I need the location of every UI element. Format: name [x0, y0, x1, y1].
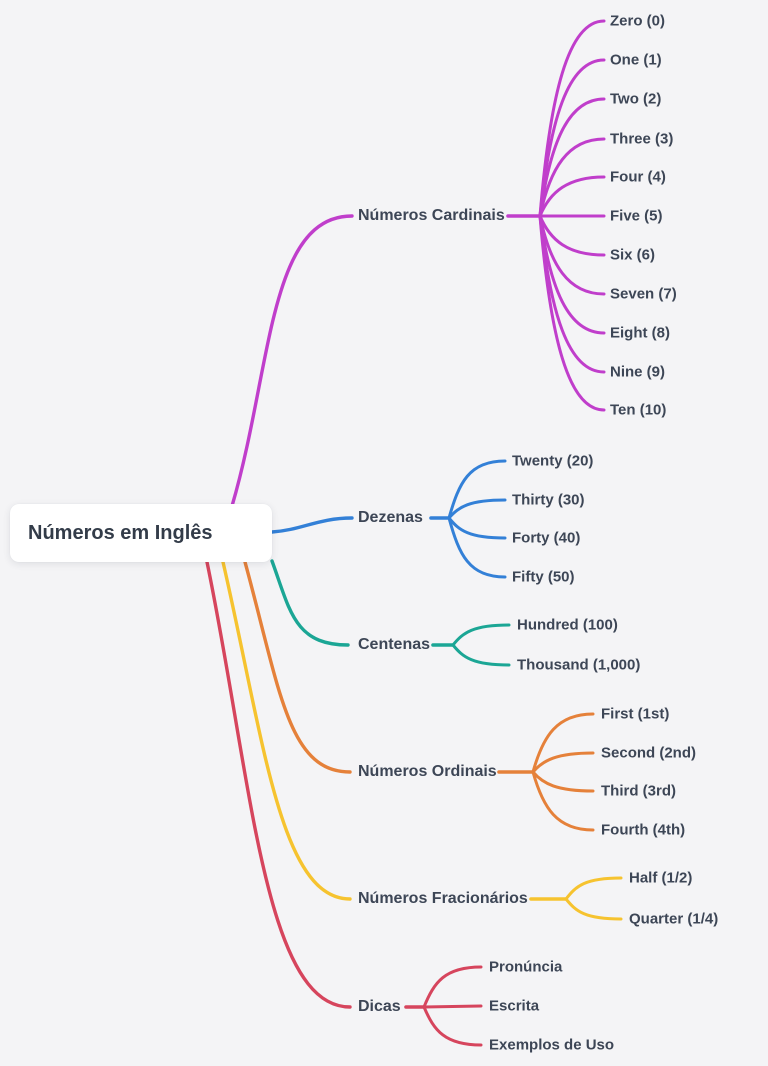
leaf-label-centenas-0[interactable]: Hundred (100) — [517, 616, 618, 634]
leaf-label-fracionarios-0[interactable]: Half (1/2) — [629, 869, 693, 887]
edge-dezenas-to-leaf-3 — [447, 516, 507, 579]
branch-label-fracionarios[interactable]: Números Fracionários — [358, 890, 528, 907]
leaf-label-cardinais-0[interactable]: Zero (0) — [610, 12, 666, 30]
leaf-label-dicas-0[interactable]: Pronúncia — [489, 958, 563, 976]
branch-label-dicas[interactable]: Dicas — [358, 998, 401, 1015]
leaf-label-dezenas-0[interactable]: Twenty (20) — [512, 452, 594, 470]
leaf-label-cardinais-1[interactable]: One (1) — [610, 51, 662, 69]
leaf-label-cardinais-3[interactable]: Three (3) — [610, 130, 674, 148]
edge-fracionarios-to-leaf-0 — [564, 876, 623, 901]
edge-fracionarios-to-leaf-1 — [564, 897, 623, 921]
edge-dezenas-to-leaf-1 — [447, 498, 507, 520]
leaf-label-dicas-2[interactable]: Exemplos de Uso — [489, 1036, 615, 1054]
edge-dezenas-to-leaf-2 — [447, 516, 507, 540]
branch-label-centenas[interactable]: Centenas — [358, 636, 431, 653]
edge-cardinais-to-leaf-1 — [538, 58, 606, 218]
branch-label-cardinais[interactable]: Números Cardinais — [358, 207, 505, 224]
edge-ordinais-to-leaf-2 — [531, 770, 595, 793]
leaf-label-centenas-1[interactable]: Thousand (1,000) — [517, 656, 641, 674]
leaf-label-cardinais-5[interactable]: Five (5) — [610, 207, 663, 225]
edge-dicas-to-leaf-2 — [422, 1005, 483, 1047]
edge-dicas-to-leaf-0 — [422, 965, 483, 1009]
edge-ordinais-to-leaf-1 — [531, 751, 595, 774]
edge-cardinais-to-leaf-4 — [538, 175, 606, 218]
edge-ordinais-to-leaf-0 — [531, 712, 595, 774]
branch-label-dezenas[interactable]: Dezenas — [358, 509, 423, 526]
leaf-label-cardinais-10[interactable]: Ten (10) — [610, 401, 667, 419]
leaf-label-fracionarios-1[interactable]: Quarter (1/4) — [629, 910, 719, 928]
edge-centenas-to-leaf-1 — [451, 643, 511, 667]
edge-root-to-cardinais — [230, 214, 354, 508]
edge-dezenas-to-leaf-0 — [447, 459, 507, 520]
root-node[interactable]: Números em Inglês — [10, 504, 272, 562]
leaf-label-cardinais-2[interactable]: Two (2) — [610, 90, 662, 108]
root-node-label: Números em Inglês — [28, 521, 213, 544]
leaf-label-dezenas-3[interactable]: Fifty (50) — [512, 568, 575, 586]
edge-cardinais-to-leaf-10 — [538, 214, 606, 412]
edge-cardinais-to-leaf-6 — [538, 214, 606, 257]
leaf-label-ordinais-3[interactable]: Fourth (4th) — [601, 821, 686, 839]
leaf-label-ordinais-2[interactable]: Third (3rd) — [601, 782, 676, 800]
leaf-label-cardinais-9[interactable]: Nine (9) — [610, 363, 666, 381]
leaf-label-dicas-1[interactable]: Escrita — [489, 997, 540, 1015]
leaf-label-ordinais-0[interactable]: First (1st) — [601, 705, 670, 723]
leaf-label-cardinais-7[interactable]: Seven (7) — [610, 285, 677, 303]
branch-label-ordinais[interactable]: Números Ordinais — [358, 763, 497, 780]
leaf-label-dezenas-2[interactable]: Forty (40) — [512, 529, 581, 547]
edge-root-to-fracionarios — [221, 560, 352, 901]
leaf-label-dezenas-1[interactable]: Thirty (30) — [512, 491, 585, 509]
edge-root-to-dezenas — [270, 516, 354, 534]
edge-root-to-centenas — [270, 559, 350, 647]
leaf-label-cardinais-4[interactable]: Four (4) — [610, 168, 666, 186]
edge-root-to-ordinais — [243, 560, 352, 774]
edge-ordinais-to-leaf-3 — [531, 770, 595, 832]
edge-root-to-dicas — [205, 560, 352, 1009]
edge-cardinais-to-leaf-3 — [538, 137, 606, 218]
edge-dicas-to-leaf-1 — [422, 1004, 483, 1009]
edge-centenas-to-leaf-0 — [451, 623, 511, 647]
leaf-label-ordinais-1[interactable]: Second (2nd) — [601, 744, 697, 762]
edge-cardinais-to-leaf-2 — [538, 97, 606, 218]
leaf-label-cardinais-8[interactable]: Eight (8) — [610, 324, 670, 342]
leaf-label-cardinais-6[interactable]: Six (6) — [610, 246, 656, 264]
